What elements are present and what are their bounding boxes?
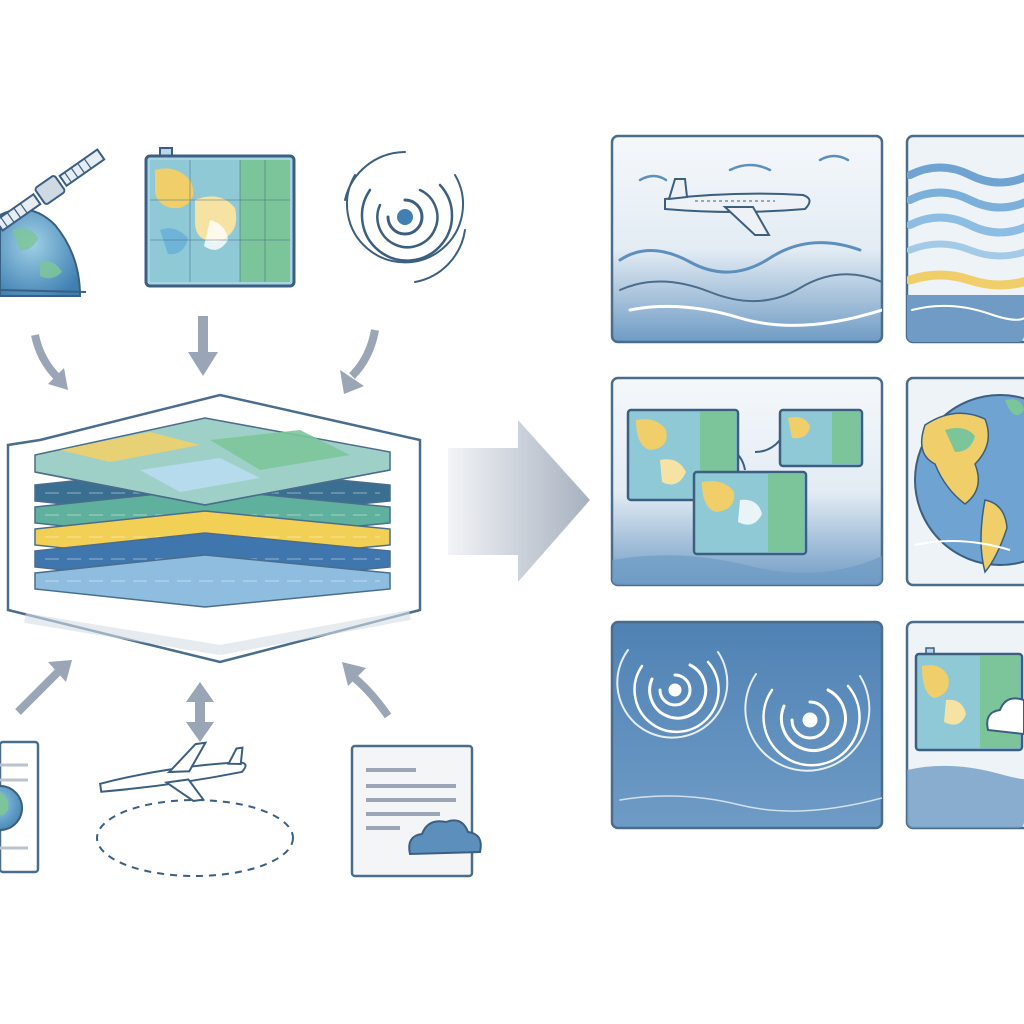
map-with-cloud-panel xyxy=(905,620,1024,830)
arrow-cloud-doc-to-core xyxy=(342,662,392,719)
twin-cyclones-panel xyxy=(610,620,884,830)
regional-map-icon xyxy=(144,147,296,288)
cyclone-left-icon xyxy=(616,649,729,739)
globe-report-icon xyxy=(0,740,40,874)
arrow-map-to-core xyxy=(188,316,218,376)
cyclone-spiral-icon xyxy=(344,151,466,283)
ocean-waves-panel xyxy=(905,134,1024,344)
document-cloud-icon xyxy=(350,744,482,878)
cyclone-right-icon xyxy=(744,673,871,772)
big-process-arrow xyxy=(448,420,590,582)
aircraft-icon xyxy=(664,178,811,236)
world-globe-panel xyxy=(905,376,1024,587)
layered-data-stack xyxy=(6,393,422,664)
aircraft-over-sea-panel xyxy=(610,134,884,344)
arrow-satellite-to-core xyxy=(31,334,68,390)
map-thumb-right xyxy=(778,408,864,468)
linked-maps-panel xyxy=(610,376,884,587)
arrow-aircraft-to-core xyxy=(186,682,214,742)
map-thumb-center xyxy=(692,470,808,556)
aircraft-flight-path-icon xyxy=(96,741,294,877)
satellite-over-globe-icon xyxy=(0,148,106,297)
arrow-report-to-core xyxy=(15,660,72,715)
arrow-cyclone-to-core xyxy=(340,329,379,394)
